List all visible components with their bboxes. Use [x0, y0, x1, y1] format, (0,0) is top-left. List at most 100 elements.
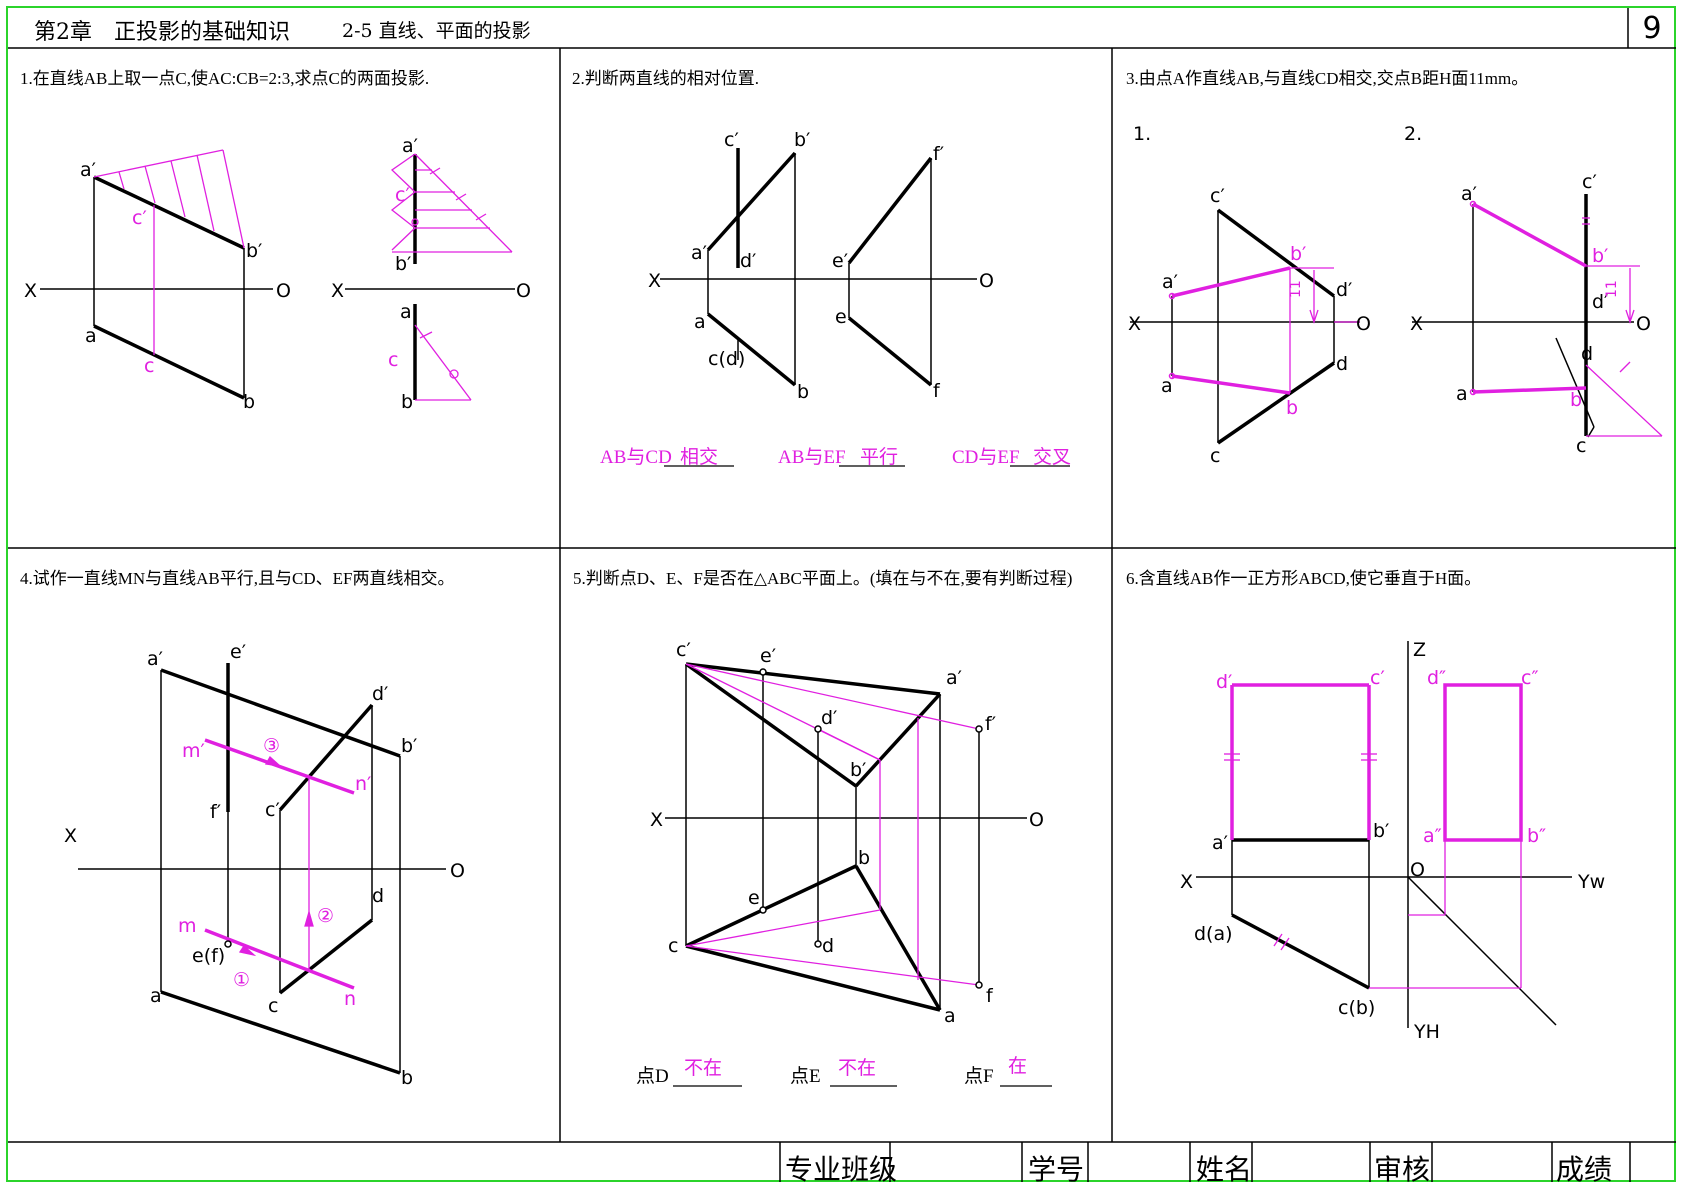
- q3-2-label-d1: d′: [1592, 291, 1608, 313]
- q3-label-x: X: [1128, 313, 1141, 335]
- q2-label-cd: c(d): [708, 348, 745, 370]
- q1-label-a1: a′: [80, 159, 96, 181]
- q3-2-label-b: b: [1570, 389, 1582, 411]
- q6-label-b1: b′: [1373, 820, 1389, 842]
- q5-e-value: 不在: [838, 1057, 876, 1079]
- q4-diagram: a′ e′ d′ b′ m′ n′ f′ c′ X O d m e(f) a c…: [64, 641, 465, 1089]
- q2-label-f1: f′: [933, 143, 944, 165]
- q3-label-a: a: [1161, 375, 1173, 397]
- q6-label-yw: Yw: [1577, 871, 1605, 893]
- page-number: 9: [1642, 11, 1662, 46]
- q1-label-c1-side: c′: [395, 184, 410, 206]
- q2-cd-ef-label: CD与EF: [952, 446, 1020, 468]
- q4-label-m: m: [178, 915, 197, 937]
- q5-label-e: e: [748, 887, 760, 909]
- q4-label-e1: e′: [230, 641, 246, 663]
- q4-label-a: a: [150, 985, 162, 1007]
- q3-label-o: O: [1356, 313, 1371, 335]
- q2-ab-ef-label: AB与EF: [778, 446, 846, 468]
- q1-diagram: a′ b′ c′ a c b X O a′ c′ b′ a c b X O: [24, 135, 531, 413]
- q5-diagram: c′ e′ a′ d′ f′ b′ X O b e d c f a 点D 不在 …: [636, 639, 1052, 1087]
- q3-2-label-a1: a′: [1461, 183, 1477, 205]
- q3-label-c1: c′: [1210, 185, 1225, 207]
- q2-cd-ef-value: 交叉: [1033, 446, 1071, 468]
- q6-label-c1: c′: [1370, 667, 1385, 689]
- q5-label-d: d: [822, 935, 834, 957]
- q5-d-value: 不在: [684, 1057, 722, 1079]
- q2-label-e: e: [835, 306, 847, 328]
- q1-label-o-side: O: [516, 280, 531, 302]
- q4-step-2: ②: [317, 905, 334, 927]
- question-2: 2.判断两直线的相对位置.: [572, 69, 759, 88]
- q3-dim-11: 11: [1288, 280, 1304, 298]
- q2-label-b: b: [797, 381, 809, 403]
- q5-d-label: 点D: [636, 1065, 669, 1087]
- q3-label-c: c: [1210, 445, 1220, 467]
- drawing-frame: [6, 6, 1676, 1182]
- q3-2-label-o: O: [1636, 313, 1651, 335]
- q2-ab-cd-value: 相交: [680, 446, 718, 468]
- q4-label-f1: f′: [210, 801, 221, 823]
- q1-label-x: X: [24, 280, 37, 302]
- q6-label-da: d(a): [1194, 923, 1233, 945]
- q5-label-c: c: [668, 935, 678, 957]
- q1-label-x-side: X: [331, 280, 344, 302]
- q4-label-b: b: [401, 1067, 413, 1089]
- q3-2-dim-11: 11: [1604, 280, 1620, 298]
- q2-label-f: f: [933, 380, 941, 402]
- q5-label-e1: e′: [760, 645, 776, 667]
- q2-label-o: O: [979, 270, 994, 292]
- q6-label-cb: c(b): [1338, 997, 1375, 1019]
- q4-step-1: ①: [233, 969, 250, 991]
- q3-2-label-c1: c′: [1582, 171, 1597, 193]
- question-5: 5.判断点D、E、F是否在△ABC平面上。(填在与不在,要有判断过程): [573, 569, 1073, 588]
- q2-ab-ef-value: 平行: [860, 446, 898, 468]
- q3-label-d1: d′: [1336, 279, 1352, 301]
- q5-label-o: O: [1029, 809, 1044, 831]
- footer-student-no: 学号: [1028, 1153, 1085, 1186]
- q4-label-n1: n′: [355, 773, 371, 795]
- q4-label-c: c: [268, 995, 278, 1017]
- q3-2-label-c: c: [1576, 435, 1586, 457]
- q5-label-f: f: [986, 985, 994, 1007]
- q6-diagram: Z d′ c′ d″ c″ a′ b′ a″ b″ X O Yw d(a) c(…: [1180, 639, 1605, 1043]
- q4-label-ef: e(f): [192, 945, 225, 967]
- q5-label-x: X: [650, 809, 663, 831]
- q3-part1: 1.: [1133, 123, 1151, 145]
- q2-label-a1: a′: [691, 242, 707, 264]
- q5-f-label: 点F: [964, 1065, 994, 1087]
- question-3: 3.由点A作直线AB,与直线CD相交,交点B距H面11mm。: [1126, 69, 1529, 88]
- q1-label-o: O: [276, 280, 291, 302]
- q2-label-c1: c′: [724, 129, 739, 151]
- q1-label-c1: c′: [132, 207, 147, 229]
- q6-label-x: X: [1180, 871, 1193, 893]
- q5-label-c1: c′: [676, 639, 691, 661]
- q5-label-f1: f′: [985, 713, 996, 735]
- footer-name: 姓名: [1196, 1153, 1253, 1186]
- q6-label-o: O: [1410, 859, 1425, 881]
- q2-label-x: X: [648, 270, 661, 292]
- q4-label-x: X: [64, 825, 77, 847]
- sheet-grid: [8, 8, 1676, 1182]
- q4-label-c1: c′: [265, 799, 280, 821]
- footer-major-class: 专业班级: [785, 1153, 898, 1186]
- q3-2-label-b1: b′: [1592, 245, 1608, 267]
- footer-review: 审核: [1374, 1153, 1431, 1186]
- q4-label-d1: d′: [372, 683, 388, 705]
- q1-label-a1-side: a′: [402, 135, 418, 157]
- q4-step-3: ③: [263, 735, 280, 757]
- q4-label-b1: b′: [401, 735, 417, 757]
- q3-diagram: 1. 2.: [1128, 123, 1663, 467]
- q4-label-o: O: [450, 860, 465, 882]
- q1-label-c: c: [144, 355, 154, 377]
- q1-label-a: a: [85, 325, 97, 347]
- q3-label-b1: b′: [1290, 243, 1306, 265]
- footer-grade: 成绩: [1556, 1153, 1613, 1186]
- q3-2-label-a: a: [1456, 383, 1468, 405]
- q1-label-c-side: c: [388, 349, 398, 371]
- q1-label-a-side: a: [400, 301, 412, 323]
- q4-label-m1: m′: [182, 740, 205, 762]
- chapter-title: 第2章 正投影的基础知识: [34, 20, 290, 45]
- section-title: 2-5 直线、平面的投影: [342, 20, 531, 42]
